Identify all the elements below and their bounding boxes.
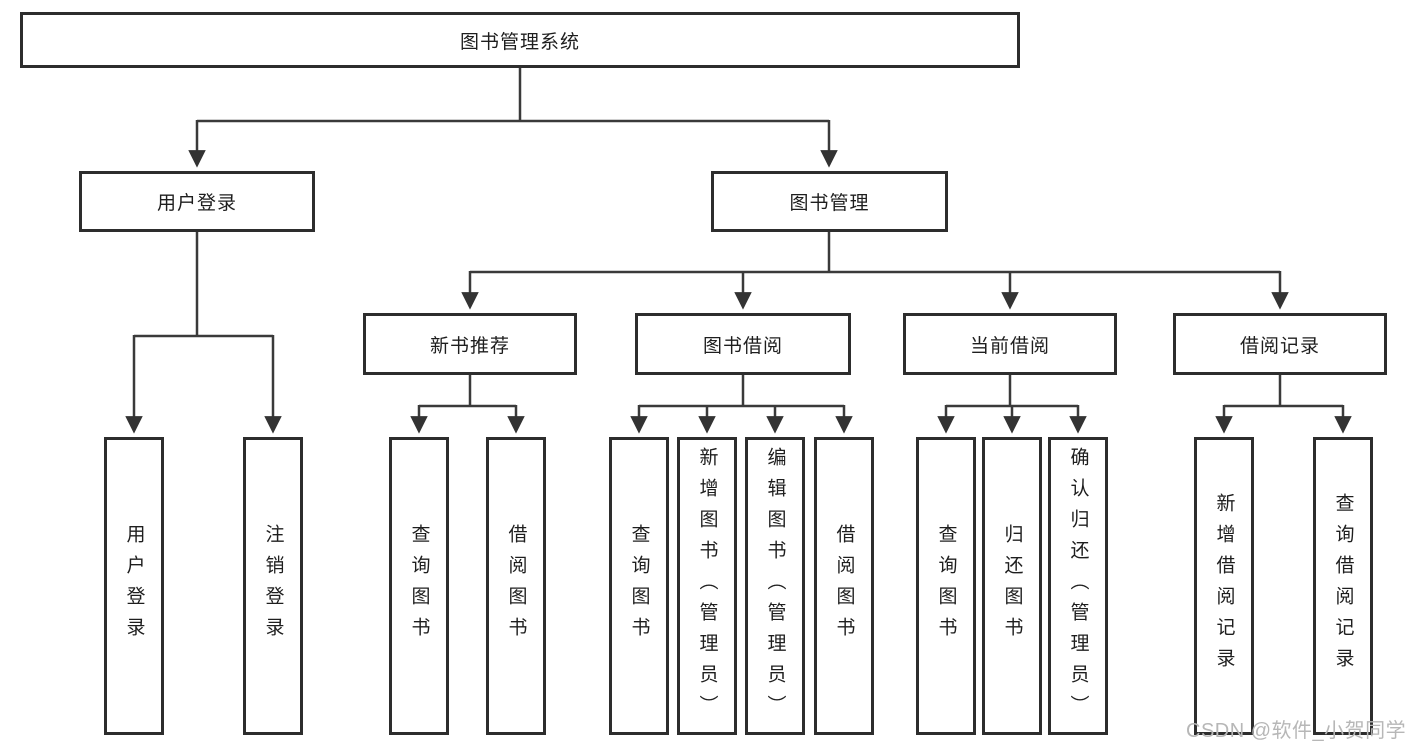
leaf-add-book-admin-label: 新增图书（管理员） xyxy=(696,446,718,726)
leaf-logout-label: 注销登录 xyxy=(262,524,284,648)
leaf-logout: 注销登录 xyxy=(243,437,303,735)
leaf-borrow-books: 借阅图书 xyxy=(814,437,874,735)
leaf-borrow-books-label: 借阅图书 xyxy=(833,524,855,648)
node-new-book-recommend: 新书推荐 xyxy=(363,313,577,375)
leaf-add-book-admin: 新增图书（管理员） xyxy=(677,437,737,735)
node-root-label: 图书管理系统 xyxy=(459,31,580,53)
leaf-query-borrow-record-label: 查询借阅记录 xyxy=(1332,493,1354,679)
node-borrow-records: 借阅记录 xyxy=(1173,313,1387,375)
node-book-management-branch: 图书管理 xyxy=(711,171,948,232)
leaf-query-books-recommend-label: 查询图书 xyxy=(408,524,430,648)
leaf-edit-book-admin-label: 编辑图书（管理员） xyxy=(764,446,786,726)
node-user-login-branch-label: 用户登录 xyxy=(156,193,237,214)
leaf-add-borrow-record-label: 新增借阅记录 xyxy=(1213,493,1235,679)
leaf-add-borrow-record: 新增借阅记录 xyxy=(1194,437,1254,735)
leaf-confirm-return-admin-label: 确认归还（管理员） xyxy=(1067,446,1089,726)
node-book-borrow: 图书借阅 xyxy=(635,313,851,375)
connector-new-book-bracket xyxy=(419,375,516,408)
leaf-return-books: 归还图书 xyxy=(982,437,1042,735)
node-book-management-branch-label: 图书管理 xyxy=(789,193,870,214)
leaf-query-books-borrow-label: 查询图书 xyxy=(628,524,650,648)
leaf-edit-book-admin: 编辑图书（管理员） xyxy=(745,437,805,735)
node-book-borrow-label: 图书借阅 xyxy=(702,335,783,357)
leaf-return-books-label: 归还图书 xyxy=(1001,524,1023,648)
node-current-borrow: 当前借阅 xyxy=(903,313,1117,375)
node-user-login-branch: 用户登录 xyxy=(79,171,315,232)
leaf-query-books-borrow: 查询图书 xyxy=(609,437,669,735)
connector-borrow-records-bracket xyxy=(1224,375,1343,408)
node-borrow-records-label: 借阅记录 xyxy=(1239,335,1320,357)
leaf-confirm-return-admin: 确认归还（管理员） xyxy=(1048,437,1108,735)
leaf-query-books-current: 查询图书 xyxy=(916,437,976,735)
leaf-user-login: 用户登录 xyxy=(104,437,164,735)
node-new-book-recommend-label: 新书推荐 xyxy=(429,335,510,357)
connector-root-bracket xyxy=(197,68,829,123)
connector-current-borrow-bracket xyxy=(946,375,1078,408)
node-root: 图书管理系统 xyxy=(20,12,1020,68)
connector-book-borrow-bracket xyxy=(639,375,844,408)
node-current-borrow-label: 当前借阅 xyxy=(969,335,1050,357)
connector-book-management-bracket xyxy=(470,232,1280,274)
leaf-user-login-label: 用户登录 xyxy=(123,524,145,648)
leaf-query-books-recommend: 查询图书 xyxy=(389,437,449,735)
connector-user-login-bracket xyxy=(134,232,273,338)
leaf-query-borrow-record: 查询借阅记录 xyxy=(1313,437,1373,735)
watermark: CSDN @软件_小贺同学 xyxy=(1186,720,1405,742)
leaf-query-books-current-label: 查询图书 xyxy=(935,524,957,648)
leaf-borrow-books-recommend: 借阅图书 xyxy=(486,437,546,735)
leaf-borrow-books-recommend-label: 借阅图书 xyxy=(505,524,527,648)
